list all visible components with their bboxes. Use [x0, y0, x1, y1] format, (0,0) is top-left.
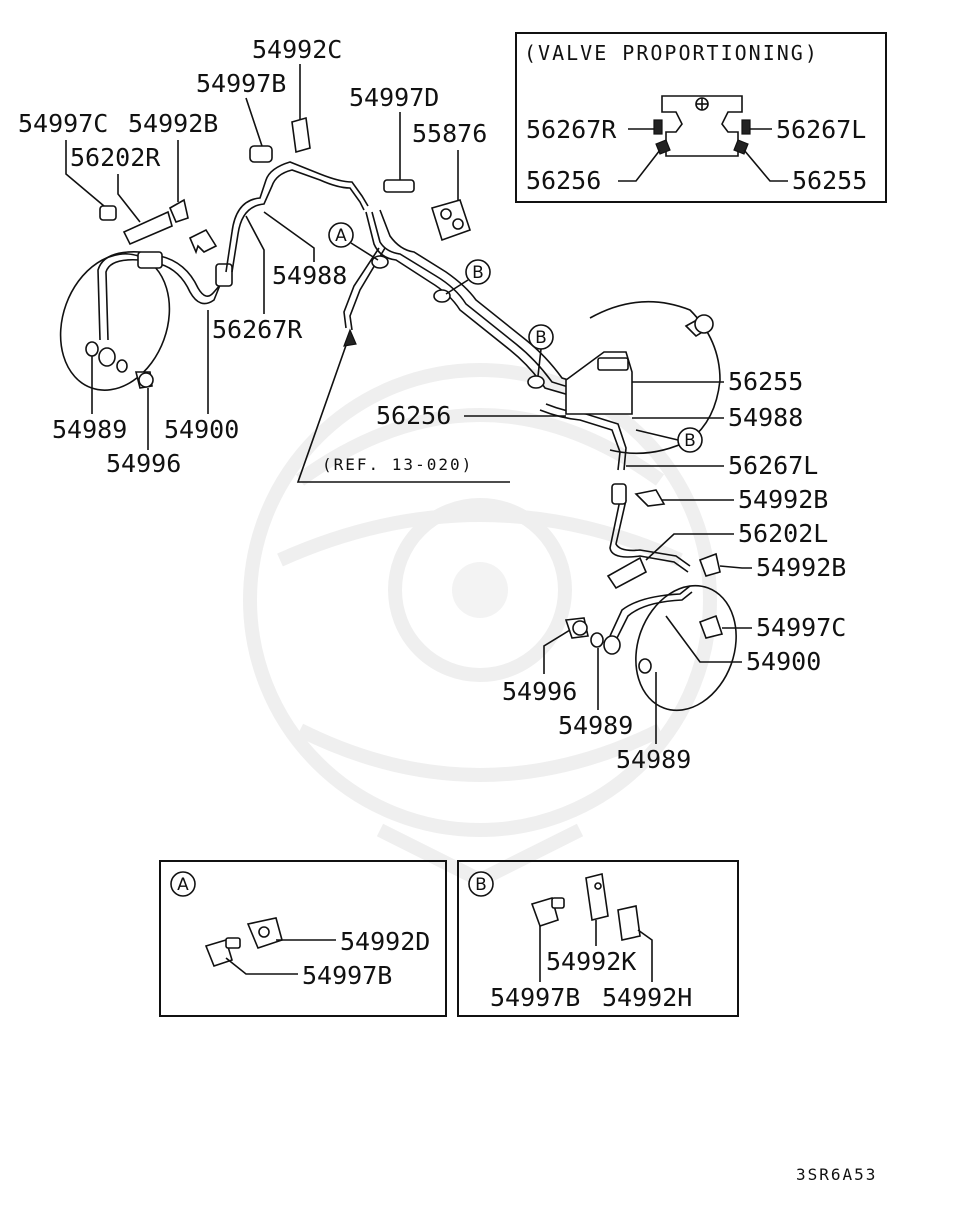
center-upper-parts — [249, 116, 545, 389]
label-56202L: 56202L — [738, 519, 828, 548]
right-hose-assembly — [564, 483, 737, 712]
label-54997B-top: 54997B — [196, 69, 286, 98]
label-56202R: 56202R — [70, 143, 161, 172]
label-56267L: 56267L — [728, 451, 818, 480]
label-54992B-r1: 54992B — [738, 485, 828, 514]
inset-a-badge: A — [177, 875, 189, 895]
valve-label-56267L: 56267L — [776, 115, 866, 144]
label-54989-r2: 54989 — [616, 745, 691, 774]
inset-a-label-54997B: 54997B — [302, 961, 392, 990]
label-54992C: 54992C — [252, 35, 342, 64]
label-55876: 55876 — [412, 119, 487, 148]
valve-label-56267R: 56267R — [526, 115, 617, 144]
inset-b-badge: B — [475, 875, 487, 895]
diagram-code: 3SR6A53 — [796, 1165, 877, 1184]
label-54988-left: 54988 — [272, 261, 347, 290]
label-54996-right: 54996 — [502, 677, 577, 706]
inset-b-label-54992H: 54992H — [602, 983, 692, 1012]
valve-proportioning-inset: (VALVE PROPORTIONING) 56267R 56267L 5625… — [515, 32, 887, 203]
label-54900-left: 54900 — [164, 415, 239, 444]
left-hose-assembly — [59, 251, 233, 391]
label-56256: 56256 — [376, 401, 451, 430]
left-bracket-parts — [99, 198, 218, 255]
inset-b-label-54997B: 54997B — [490, 983, 580, 1012]
label-54997C-left: 54997C — [18, 109, 108, 138]
label-54992B-left: 54992B — [128, 109, 218, 138]
label-54989-r1: 54989 — [558, 711, 633, 740]
label-54988-right: 54988 — [728, 403, 803, 432]
master-cylinder-outline — [565, 300, 721, 455]
callout-b-text-2: B — [535, 328, 547, 348]
label-54900-right: 54900 — [746, 647, 821, 676]
proportioning-valve-drawing — [653, 95, 751, 157]
label-54989-left: 54989 — [52, 415, 127, 444]
inset-a: A 54992D 54997B — [159, 860, 447, 1017]
valve-label-56256: 56256 — [526, 166, 601, 195]
label-54992B-r2: 54992B — [756, 553, 846, 582]
callout-b-text-1: B — [472, 263, 484, 283]
inset-a-label-54992D: 54992D — [340, 927, 430, 956]
label-54997D: 54997D — [349, 83, 439, 112]
callout-a-main: A — [328, 222, 379, 261]
valve-inset-title: (VALVE PROPORTIONING) — [524, 41, 819, 65]
label-56267R: 56267R — [212, 315, 303, 344]
reference-label: (REF. 13-020) — [322, 455, 473, 474]
callout-a-text: A — [335, 226, 347, 246]
watermark-emblem — [243, 363, 717, 888]
label-54997C-right: 54997C — [756, 613, 846, 642]
label-54996-left: 54996 — [106, 449, 181, 478]
callout-b-main-1: B — [445, 259, 491, 295]
callout-b-text-3: B — [684, 431, 696, 451]
valve-label-56255: 56255 — [792, 166, 867, 195]
inset-b: B 54992K 54997B 54992H — [457, 860, 739, 1017]
main-labels: 54992C 54997B 54997D 55876 54997C 54992B… — [18, 35, 846, 774]
inset-b-label-54992K: 54992K — [546, 947, 636, 976]
callout-b-main-3: B — [635, 427, 703, 453]
label-56255: 56255 — [728, 367, 803, 396]
callout-b-main-2: B — [528, 324, 554, 377]
